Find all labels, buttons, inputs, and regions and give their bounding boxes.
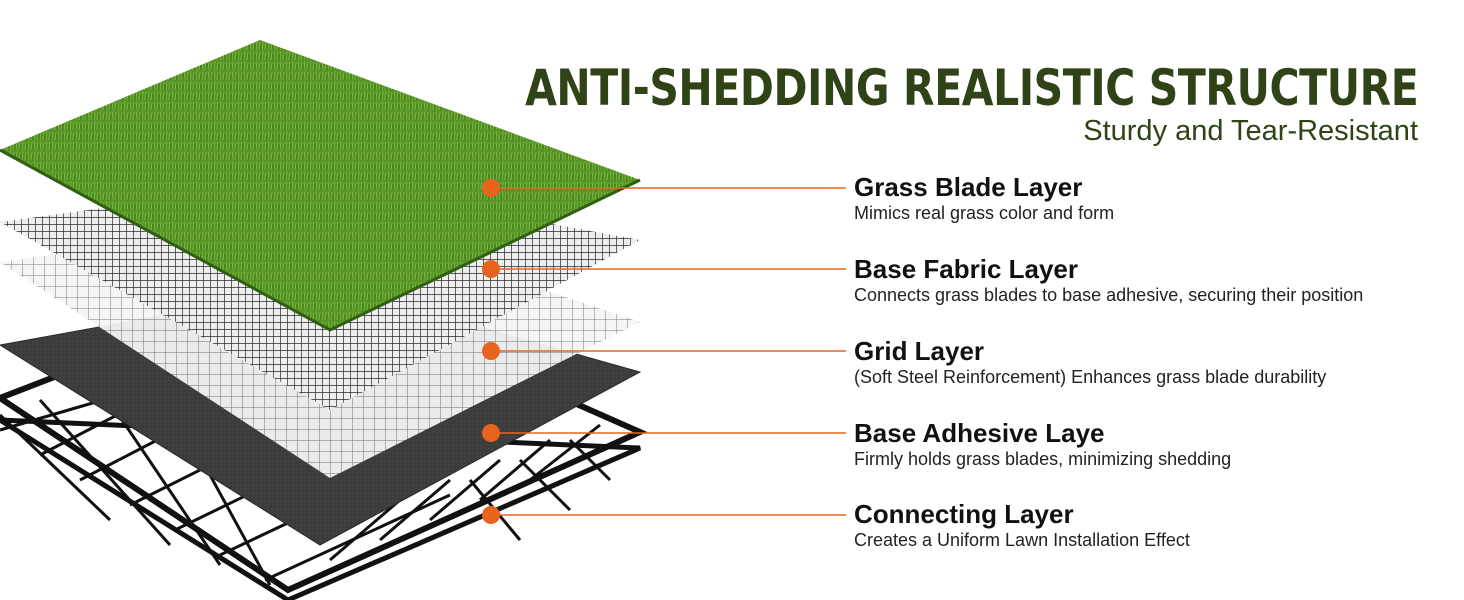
- layer-label-grid: Grid Layer (Soft Steel Reinforcement) En…: [854, 336, 1454, 388]
- callout-dot-1: [482, 179, 500, 197]
- grass-blade-layer: [0, 40, 641, 332]
- layer-description: Connects grass blades to base adhesive, …: [854, 285, 1364, 305]
- layer-name: Connecting Layer: [854, 499, 1074, 529]
- layer-label-connecting: Connecting Layer Creates a Uniform Lawn …: [854, 499, 1454, 551]
- layer-description: Mimics real grass color and form: [854, 203, 1115, 223]
- layer-description: (Soft Steel Reinforcement) Enhances gras…: [854, 367, 1327, 387]
- layer-name: Grass Blade Layer: [854, 172, 1083, 202]
- layer-description: Firmly holds grass blades, minimizing sh…: [854, 449, 1232, 469]
- layer-description: Creates a Uniform Lawn Installation Effe…: [854, 530, 1190, 550]
- layer-label-grass-blade: Grass Blade Layer Mimics real grass colo…: [854, 172, 1454, 224]
- layer-label-base-fabric: Base Fabric Layer Connects grass blades …: [854, 254, 1454, 306]
- layer-name: Base Fabric Layer: [854, 254, 1079, 284]
- layer-name: Base Adhesive Laye: [854, 418, 1105, 448]
- callout-dot-2: [482, 260, 500, 278]
- page-subtitle: Sturdy and Tear-Resistant: [1083, 115, 1418, 147]
- callout-lines: [482, 179, 846, 524]
- callout-dot-3: [482, 342, 500, 360]
- layer-name: Grid Layer: [854, 336, 985, 366]
- callout-dot-5: [482, 506, 500, 524]
- callout-dot-4: [482, 424, 500, 442]
- layer-label-base-adhesive: Base Adhesive Laye Firmly holds grass bl…: [854, 418, 1454, 470]
- page-title: ANTI-SHEDDING REALISTIC STRUCTURE: [524, 59, 1419, 117]
